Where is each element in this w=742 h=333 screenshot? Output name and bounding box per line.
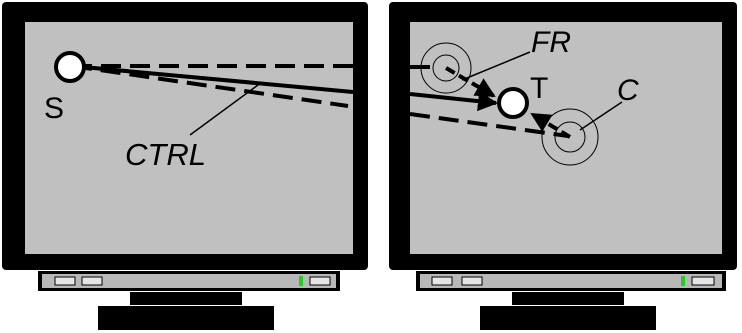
target-circle	[499, 89, 527, 117]
right-monitor-button-1	[432, 277, 452, 285]
right-monitor-neck	[512, 292, 624, 305]
left-monitor-neck	[130, 292, 242, 305]
right-monitor-button-3	[692, 277, 714, 285]
left-monitor-foot	[98, 306, 274, 330]
left-monitor-button-1	[55, 277, 75, 285]
label-c: C	[617, 74, 639, 107]
label-target: T	[530, 72, 548, 105]
label-fr: FR	[531, 26, 571, 59]
start-circle	[56, 53, 84, 81]
label-ctrl: CTRL	[125, 137, 206, 172]
right-monitor: FR T C	[389, 2, 737, 330]
left-monitor-button-3	[310, 277, 330, 285]
right-monitor-foot	[480, 306, 656, 330]
label-start: S	[44, 92, 64, 125]
left-monitor: S CTRL	[2, 2, 368, 330]
left-monitor-button-2	[82, 277, 102, 285]
right-monitor-power-led	[681, 276, 685, 286]
left-monitor-power-led	[299, 276, 303, 286]
right-monitor-button-2	[462, 277, 482, 285]
